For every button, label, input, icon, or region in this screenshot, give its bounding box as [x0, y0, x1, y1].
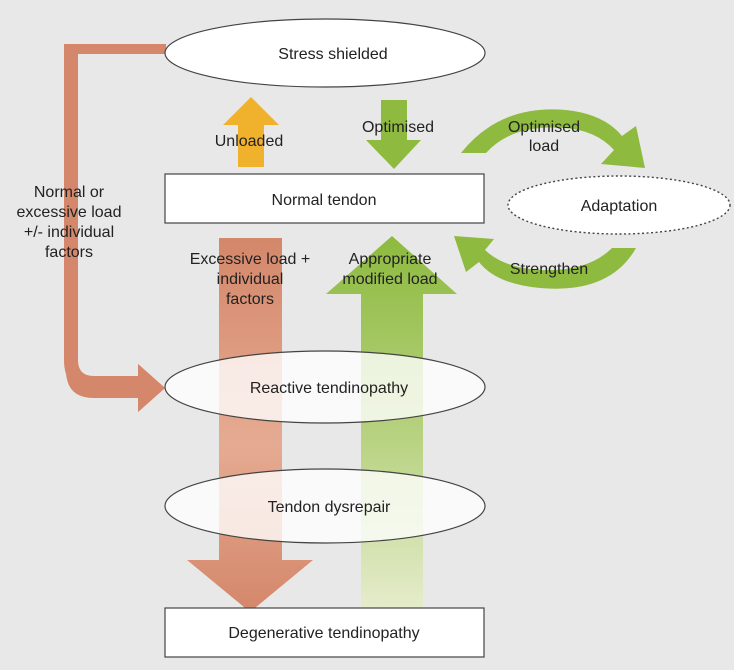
- node-degenerative-tendinopathy-label: Degenerative tendinopathy: [228, 625, 419, 642]
- label-appropriate-line1: Appropriate: [349, 251, 432, 268]
- node-adaptation: [507, 175, 731, 235]
- unloaded-up-arrow: [223, 97, 279, 167]
- label-unloaded: Unloaded: [215, 133, 284, 150]
- label-excessive-line1: Excessive load +: [190, 251, 311, 268]
- left-bent-arrow-body: [66, 44, 166, 412]
- label-optimised-load-line1: Optimised: [508, 119, 580, 136]
- label-excessive-line3: factors: [226, 291, 274, 308]
- optimised-down-arrow: [366, 100, 421, 169]
- label-normal-excessive-line1: Normal or: [34, 184, 105, 201]
- label-appropriate-line2: modified load: [342, 271, 437, 288]
- node-degenerative-tendinopathy: [164, 607, 485, 658]
- label-optimised: Optimised: [362, 119, 434, 136]
- label-normal-excessive-line2: excessive load: [17, 204, 122, 221]
- appropriate-load-up-arrow: [326, 236, 457, 612]
- label-strengthen: Strengthen: [510, 261, 588, 278]
- strengthen-curved-arrow: [454, 236, 636, 289]
- node-stress-shielded-label: Stress shielded: [278, 46, 387, 63]
- node-normal-tendon-label: Normal tendon: [272, 192, 377, 209]
- node-tendon-dysrepair: [164, 468, 486, 544]
- node-reactive-tendinopathy: [164, 350, 486, 424]
- node-reactive-tendinopathy-label: Reactive tendinopathy: [250, 380, 408, 397]
- label-excessive-line2: individual: [217, 271, 284, 288]
- optimised-load-curved-arrow: [461, 109, 645, 168]
- label-normal-excessive-line3: +/- individual: [24, 224, 114, 241]
- node-tendon-dysrepair-label: Tendon dysrepair: [268, 499, 391, 516]
- node-adaptation-label: Adaptation: [581, 198, 658, 215]
- node-normal-tendon: [164, 173, 485, 224]
- node-stress-shielded: [164, 18, 486, 88]
- label-normal-excessive-line4: factors: [45, 244, 93, 261]
- label-optimised-load-line2: load: [529, 138, 559, 155]
